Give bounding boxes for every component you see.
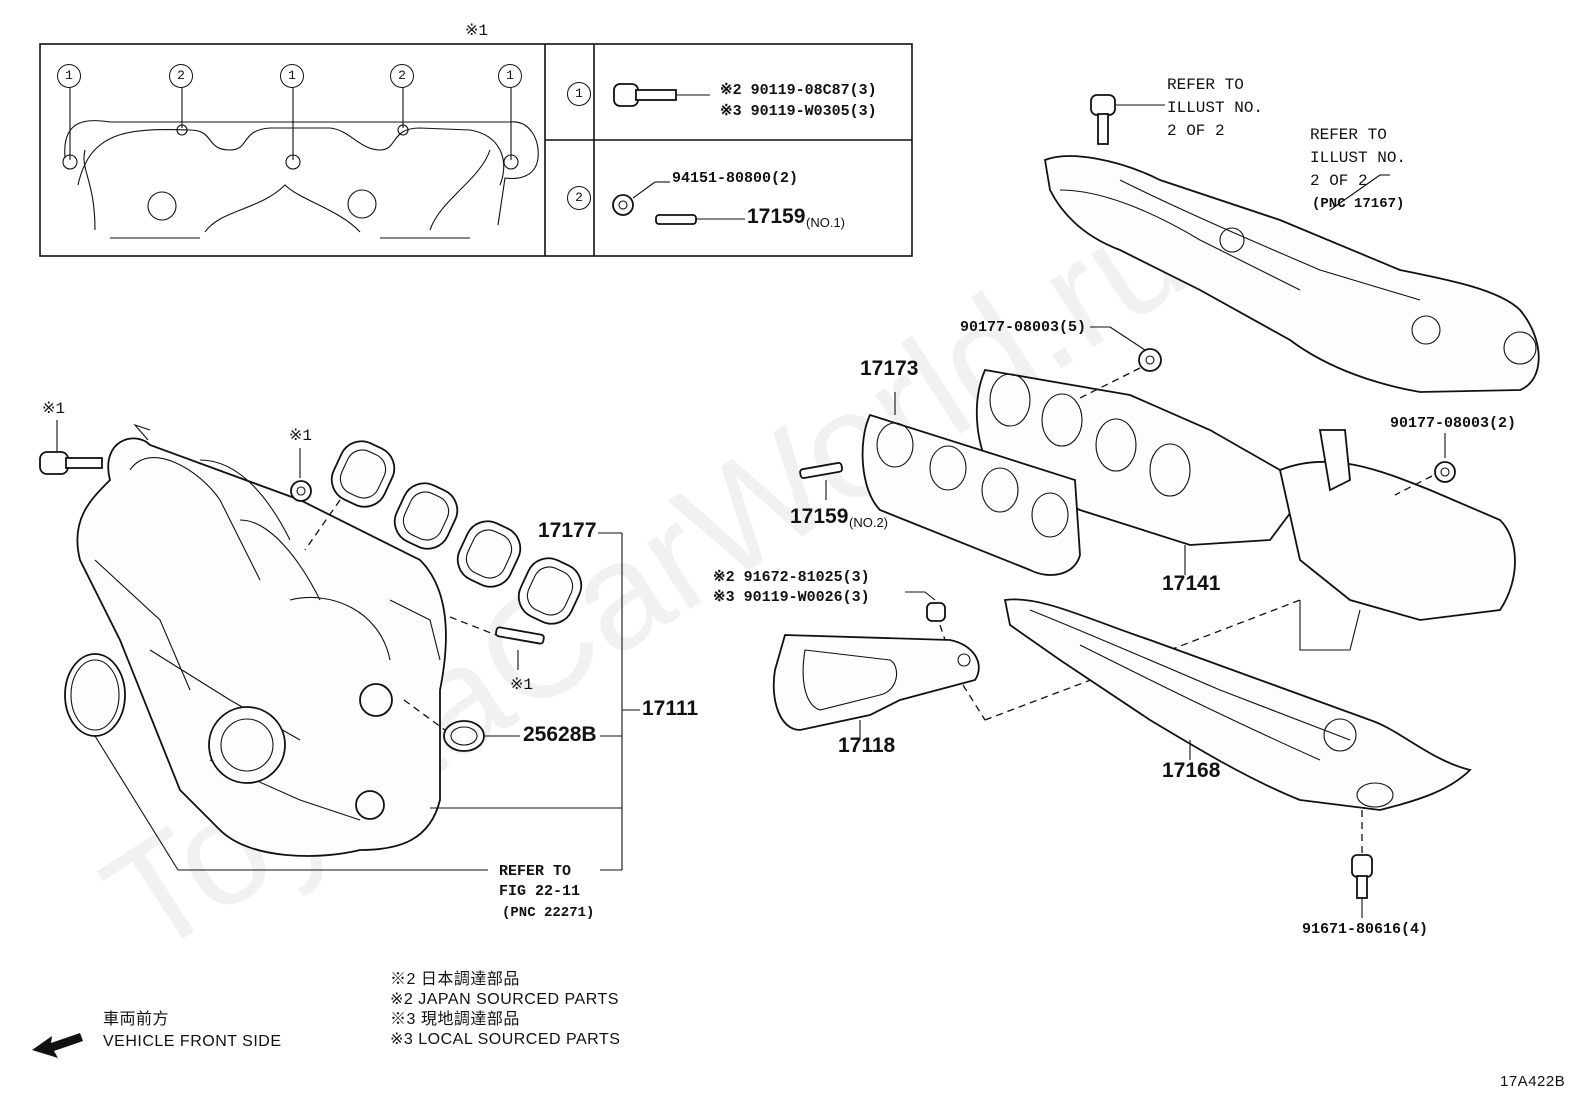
row2-stud-note: (NO.1) [806, 215, 845, 230]
row1-bolt-part-1[interactable]: ※2 90119-08C87(3) [720, 82, 877, 99]
bracket-17118 [772, 599, 1301, 740]
top-bolt-refer-1: REFER TO [1167, 76, 1244, 94]
intake-gasket-17177 [330, 440, 583, 625]
vehicle-front-arrow-icon [32, 1033, 83, 1058]
throttle-body-gasket [64, 653, 488, 871]
left-nut-mark: ※1 [289, 427, 313, 445]
refer-fig-line-2[interactable]: FIG 22-11 [499, 883, 581, 900]
part-17168-label[interactable]: 17168 [1162, 759, 1221, 782]
bracket-bolt-icon [905, 591, 946, 641]
refer-fig-line-3: (PNC 22271) [502, 905, 595, 921]
manifold-right-nut-icon [1394, 433, 1456, 496]
row-circle-2: 2 [567, 186, 591, 210]
legend-line-1: ※2 日本調達部品 [390, 971, 520, 988]
part-nut-right-label[interactable]: 90177-08003(2) [1390, 415, 1517, 432]
part-bottom-bolt-label[interactable]: 91671-80616(4) [1302, 921, 1429, 938]
stud-bolt-icon [655, 214, 745, 225]
part-17111-label[interactable]: 17111 [642, 697, 699, 720]
part-nut-upper-label[interactable]: 90177-08003(5) [960, 319, 1087, 336]
row2-stud-part[interactable]: 17159 [747, 205, 806, 228]
intake-stud-icon [449, 616, 545, 670]
figure-id: 17A422B [1500, 1073, 1566, 1090]
exhaust-stud-icon [799, 461, 843, 500]
row1-bolt-part-2[interactable]: ※3 90119-W0305(3) [720, 103, 877, 120]
top-bolt-refer-3: 2 OF 2 [1167, 122, 1225, 140]
exhaust-gasket-17173 [861, 392, 1081, 576]
upper-heat-insulator [1043, 155, 1540, 393]
bracket-bolt-part-1[interactable]: ※2 91672-81025(3) [713, 569, 870, 586]
part-17141-label[interactable]: 17141 [1162, 572, 1221, 595]
row-circle-1: 1 [567, 82, 591, 106]
top-bolt-refer-2[interactable]: ILLUST NO. [1167, 99, 1264, 117]
insulator-refer-4: (PNC 17167) [1312, 196, 1405, 212]
gasket-circle-label: 1 [280, 64, 304, 88]
left-bolt-mark: ※1 [42, 400, 66, 418]
bolt-icon [613, 83, 710, 107]
gasket-circle-label: 2 [390, 64, 414, 88]
part-17177-label[interactable]: 17177 [538, 519, 597, 542]
detail-ref-mark: ※1 [465, 22, 489, 40]
gasket-circle-label: 1 [57, 64, 81, 88]
row2-nut-part[interactable]: 94151-80800(2) [672, 170, 799, 187]
part-17118-label[interactable]: 17118 [838, 734, 896, 757]
lower-heat-insulator-17168 [1003, 598, 1472, 811]
part-17173-label[interactable]: 17173 [860, 357, 919, 380]
manifold-bolt-icon [39, 420, 103, 475]
detail-box [39, 43, 913, 257]
part-25628B-label[interactable]: 25628B [523, 723, 597, 746]
refer-fig-line-1: REFER TO [499, 863, 572, 880]
insulator-refer-3: 2 OF 2 [1310, 172, 1368, 190]
nut-icon [612, 181, 670, 216]
manifold-upper-nut-icon [1079, 326, 1162, 399]
bottom-bolt-icon [1351, 810, 1373, 918]
bracket-bolt-part-2[interactable]: ※3 90119-W0026(3) [713, 589, 870, 606]
legend-line-3: ※3 現地調達部品 [390, 1011, 520, 1028]
direction-jp: 車両前方 [103, 1011, 170, 1028]
small-gasket-25628B-icon [403, 699, 520, 752]
top-bolt-icon [1090, 94, 1165, 145]
insulator-refer-1: REFER TO [1310, 126, 1387, 144]
gasket-circle-label: 1 [498, 64, 522, 88]
intake-manifold-drawing [76, 423, 447, 857]
leader-17111 [430, 532, 640, 871]
left-stud-mark: ※1 [510, 676, 534, 694]
direction-en: VEHICLE FRONT SIDE [103, 1033, 282, 1050]
part-17159-no2-note: (NO.2) [849, 515, 888, 530]
part-17159-no2-label[interactable]: 17159 [790, 505, 849, 528]
intake-gasket-detail [62, 88, 539, 239]
legend-line-4: ※3 LOCAL SOURCED PARTS [390, 1031, 621, 1048]
manifold-nut-icon [290, 448, 341, 551]
insulator-refer-2[interactable]: ILLUST NO. [1310, 149, 1407, 167]
legend-line-2: ※2 JAPAN SOURCED PARTS [390, 991, 619, 1008]
gasket-circle-label: 2 [169, 64, 193, 88]
